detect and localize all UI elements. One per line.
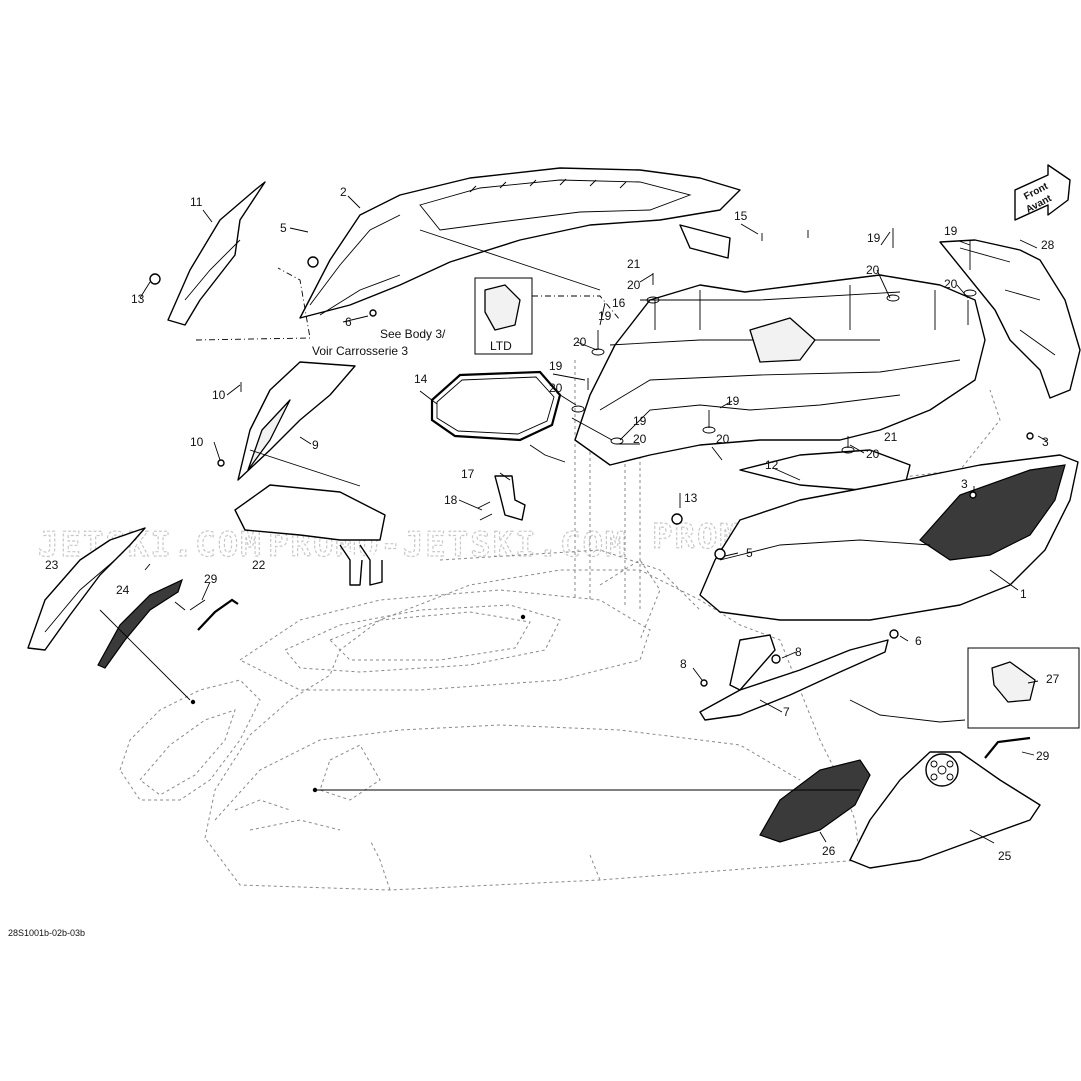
callout-19f: 19 (944, 224, 958, 238)
callout-5b: 5 (746, 546, 753, 560)
callout-27: 27 (1046, 672, 1060, 686)
ltd-label: LTD (490, 339, 512, 353)
callout-8b: 8 (680, 657, 687, 671)
part-29-trim-left (197, 598, 239, 631)
callout-5a: 5 (280, 221, 287, 235)
direction-tag: Front Avant (1014, 164, 1071, 221)
part-2-upper-deck (299, 167, 741, 319)
callout-20g: 20 (866, 263, 880, 277)
callout-13a: 13 (131, 292, 145, 306)
part-14-gasket (430, 370, 562, 442)
callout-19e: 19 (867, 231, 881, 245)
callout-15: 15 (734, 209, 748, 223)
callout-14: 14 (414, 372, 428, 386)
part-12-cover (739, 449, 911, 491)
part-24-strip (97, 578, 184, 669)
callout-leaders (139, 195, 1048, 844)
note-line-2: Voir Carrosserie 3 (312, 344, 408, 358)
callout-23: 23 (45, 558, 59, 572)
callout-20h: 20 (944, 277, 958, 291)
leader-lines (99, 229, 966, 793)
fasteners (149, 228, 1034, 687)
callout-6b: 6 (915, 634, 922, 648)
callout-21a: 21 (627, 257, 641, 271)
callout-20e: 20 (716, 432, 730, 446)
part-22-plate (234, 484, 386, 586)
callout-21b: 21 (884, 430, 898, 444)
watermark-text-1: JETSKI.COM (38, 525, 263, 565)
callout-6a: 6 (345, 315, 352, 329)
callout-20a: 20 (627, 278, 641, 292)
part-11-side-cover (167, 181, 266, 326)
callout-8a: 8 (795, 645, 802, 659)
callout-20i: 20 (866, 447, 880, 461)
callout-18: 18 (444, 493, 458, 507)
callout-24: 24 (116, 583, 130, 597)
callout-11: 11 (190, 195, 203, 209)
callout-19d: 19 (726, 394, 740, 408)
callout-2: 2 (340, 185, 347, 199)
callout-20b: 20 (573, 335, 587, 349)
main-frame (574, 274, 986, 466)
callout-19b: 19 (549, 359, 563, 373)
part-1-side-panel (699, 454, 1079, 621)
callout-20d: 20 (633, 432, 647, 446)
part-25-fender (849, 751, 1041, 869)
body-reference-note: See Body 3/ Voir Carrosserie 3 (312, 327, 446, 358)
callout-29b: 29 (1036, 749, 1050, 763)
callout-10a: 10 (212, 388, 226, 402)
callout-26: 26 (822, 844, 836, 858)
callout-17: 17 (461, 467, 475, 481)
callout-12: 12 (765, 458, 779, 472)
callout-3b: 3 (961, 477, 968, 491)
callout-19c: 19 (633, 414, 647, 428)
callout-20c: 20 (549, 381, 563, 395)
callout-3a: 3 (1042, 435, 1049, 449)
callout-28: 28 (1041, 238, 1055, 252)
part-27-inset (967, 647, 1080, 729)
part-23-handle (27, 527, 146, 651)
part-9-lid (237, 361, 356, 481)
part-17-bracket (477, 475, 526, 521)
callouts: 1 2 3 3 5 5 6 6 7 8 8 9 10 10 11 12 13 1… (45, 185, 1060, 863)
callout-25: 25 (998, 849, 1012, 863)
part-29-trim-right (984, 736, 1031, 759)
callout-16: 16 (612, 296, 626, 310)
callout-29a: 29 (204, 572, 218, 586)
part-28-rear-panel (939, 239, 1081, 399)
note-line-1: See Body 3/ (380, 327, 446, 341)
callout-9: 9 (312, 438, 319, 452)
part-26-grille (759, 759, 871, 843)
callout-22: 22 (252, 558, 266, 572)
document-code: 28S1001b-02b-03b (8, 928, 86, 938)
part-7-lower-panel (699, 634, 889, 721)
callout-1: 1 (1020, 587, 1027, 601)
callout-13b: 13 (684, 491, 698, 505)
ltd-inset: LTD (474, 277, 533, 355)
callout-19a: 19 (598, 309, 612, 323)
callout-7: 7 (783, 705, 790, 719)
callout-10b: 10 (190, 435, 204, 449)
